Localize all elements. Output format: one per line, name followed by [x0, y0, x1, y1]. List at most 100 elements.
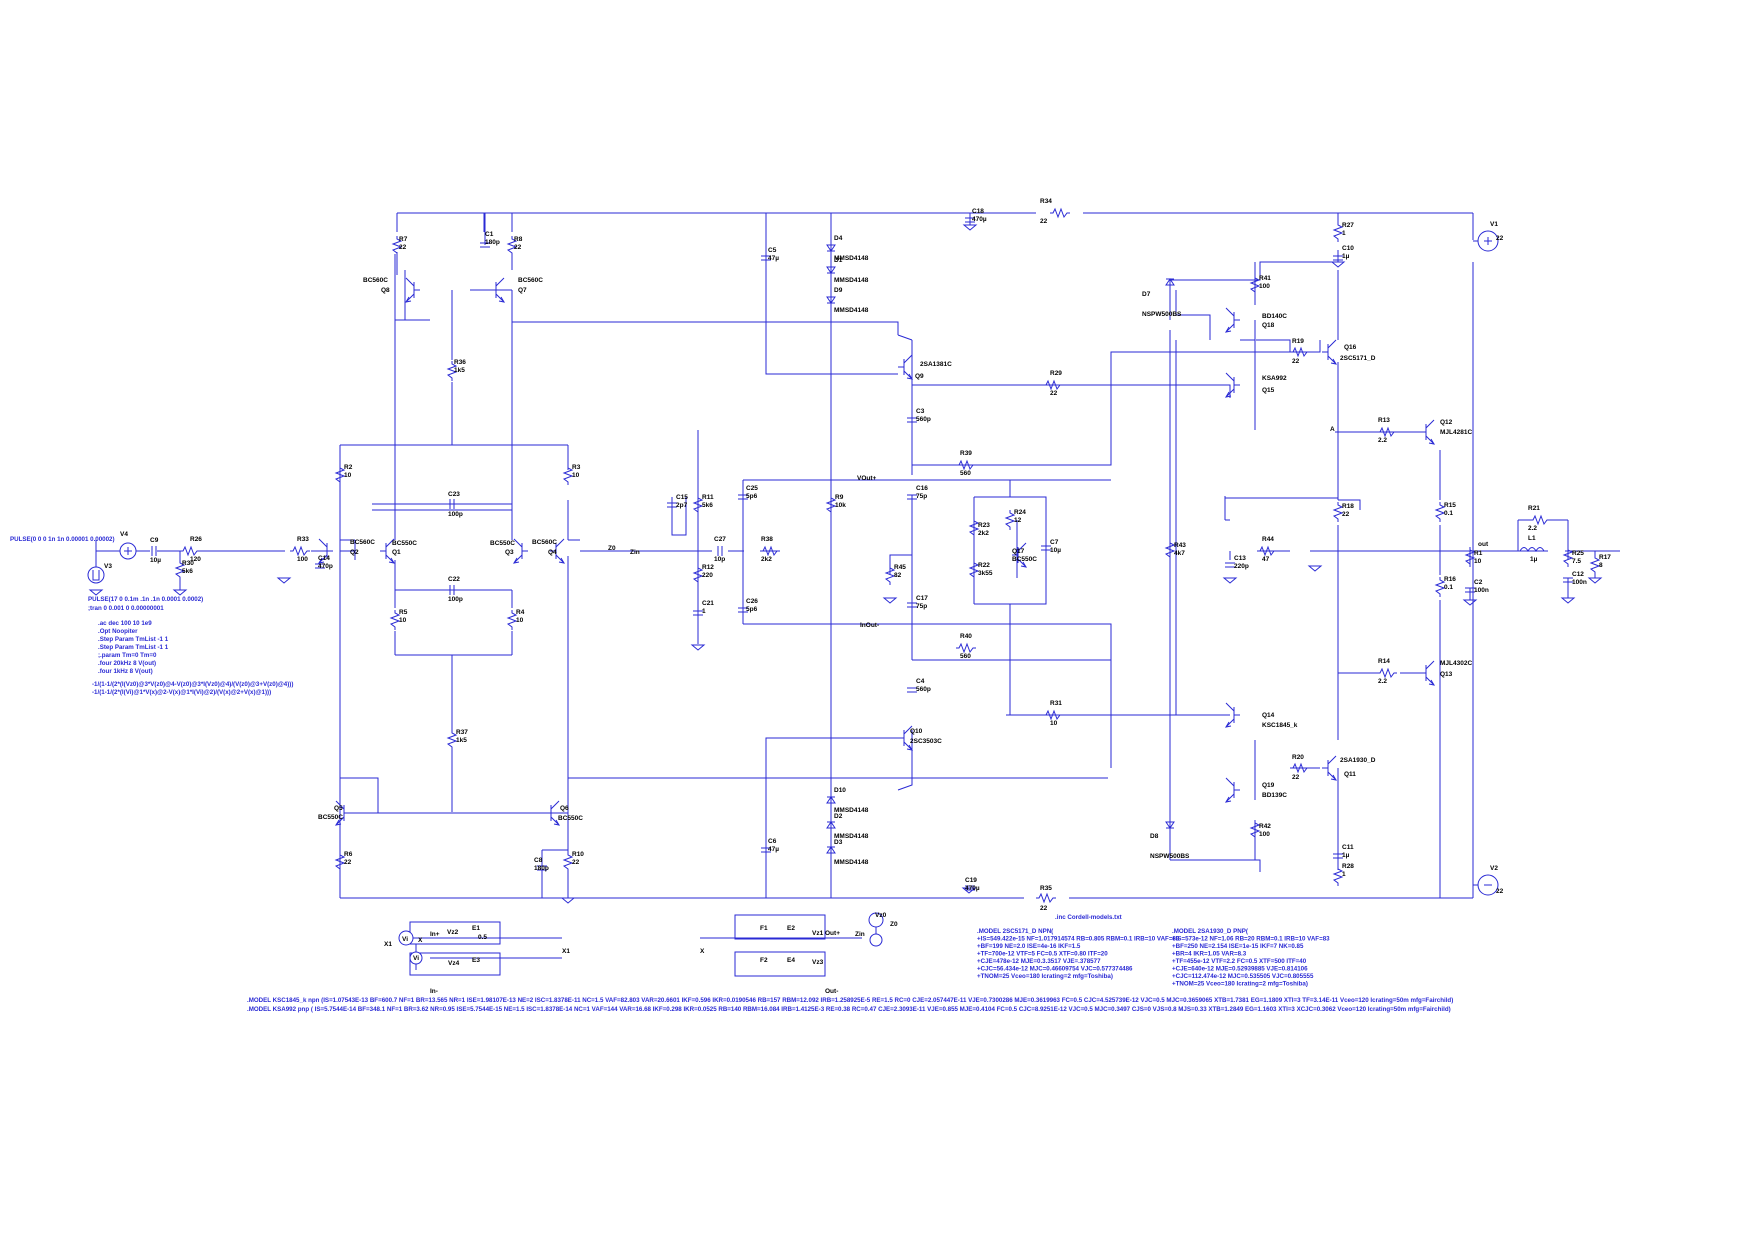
resistor-r31[interactable] — [1043, 709, 1063, 721]
capacitor-c17[interactable] — [907, 602, 917, 608]
transistor-q14[interactable] — [1224, 702, 1240, 728]
transistor-q9[interactable] — [898, 354, 914, 380]
resistor-r21[interactable] — [1530, 514, 1550, 526]
resistor-r39[interactable] — [956, 459, 976, 471]
capacitor-c1[interactable] — [480, 242, 490, 248]
resistor-r15[interactable] — [1434, 502, 1446, 522]
capacitor-c5[interactable] — [761, 255, 771, 261]
inductor-l1[interactable] — [1519, 547, 1545, 553]
resistor-r3[interactable] — [562, 465, 574, 485]
voltage-source-v1[interactable] — [1473, 230, 1499, 252]
capacitor-c15[interactable] — [667, 502, 677, 508]
transistor-q4[interactable] — [550, 538, 566, 564]
capacitor-c2[interactable] — [1465, 587, 1475, 593]
transistor-q12[interactable] — [1420, 419, 1436, 445]
voltage-source-v3[interactable] — [87, 566, 105, 584]
capacitor-c13[interactable] — [1225, 562, 1235, 568]
resistor-r19[interactable] — [1290, 346, 1310, 358]
resistor-r43[interactable] — [1164, 540, 1176, 560]
capacitor-c9[interactable] — [151, 546, 157, 556]
transistor-q3[interactable] — [512, 538, 528, 564]
voltage-source-v4[interactable] — [119, 542, 137, 560]
resistor-r12[interactable] — [692, 565, 704, 585]
capacitor-c21[interactable] — [693, 610, 703, 616]
resistor-r30[interactable] — [174, 560, 186, 580]
resistor-r26[interactable] — [180, 545, 200, 557]
capacitor-c3[interactable] — [907, 417, 917, 423]
resistor-r41[interactable] — [1249, 275, 1261, 295]
resistor-r11[interactable] — [692, 495, 704, 515]
resistor-r29[interactable] — [1043, 379, 1063, 391]
capacitor-c7[interactable] — [1041, 545, 1051, 551]
capacitor-c14[interactable] — [315, 563, 325, 569]
resistor-r17[interactable] — [1589, 555, 1601, 575]
diode-d2[interactable] — [826, 821, 836, 829]
resistor-r24[interactable] — [1004, 510, 1016, 530]
resistor-r45[interactable] — [884, 565, 896, 585]
diode-d3[interactable] — [826, 846, 836, 854]
resistor-r42[interactable] — [1249, 820, 1261, 840]
capacitor-c22[interactable] — [449, 585, 455, 595]
capacitor-c6[interactable] — [761, 847, 771, 853]
diode-d8[interactable] — [1165, 821, 1175, 829]
transistor-q13[interactable] — [1420, 660, 1436, 686]
diode-d4[interactable] — [826, 244, 836, 252]
resistor-r37[interactable] — [446, 730, 458, 750]
capacitor-c16[interactable] — [907, 494, 917, 500]
transistor-q11[interactable] — [1322, 755, 1338, 781]
diode-d7[interactable] — [1165, 278, 1175, 286]
resistor-r35[interactable] — [1036, 892, 1056, 904]
resistor-r6[interactable] — [334, 852, 346, 872]
resistor-r14[interactable] — [1377, 667, 1397, 679]
transistor-q18[interactable] — [1224, 307, 1240, 333]
transistor-q16[interactable] — [1322, 339, 1338, 365]
resistor-r8[interactable] — [506, 236, 518, 256]
diode-d9[interactable] — [826, 296, 836, 304]
resistor-r2[interactable] — [334, 465, 346, 485]
capacitor-c12[interactable] — [1563, 577, 1573, 583]
transistor-q15[interactable] — [1224, 372, 1240, 398]
resistor-r16[interactable] — [1434, 577, 1446, 597]
transistor-q1[interactable] — [380, 538, 396, 564]
resistor-r5[interactable] — [389, 610, 401, 630]
transistor-q8[interactable] — [404, 277, 420, 303]
resistor-r36[interactable] — [446, 361, 458, 381]
transistor-q10[interactable] — [898, 725, 914, 751]
resistor-r38[interactable] — [760, 545, 780, 557]
transistor-q5[interactable] — [334, 800, 350, 826]
capacitor-c25[interactable] — [738, 494, 748, 500]
resistor-r4[interactable] — [506, 610, 518, 630]
resistor-r34[interactable] — [1050, 207, 1070, 219]
resistor-r44[interactable] — [1257, 545, 1277, 557]
resistor-r25[interactable] — [1562, 547, 1574, 567]
transistor-q7[interactable] — [490, 277, 506, 303]
capacitor-c4[interactable] — [907, 687, 917, 693]
resistor-r28[interactable] — [1332, 866, 1344, 886]
capacitor-c18[interactable] — [965, 217, 975, 223]
resistor-r9[interactable] — [825, 495, 837, 515]
resistor-r13[interactable] — [1377, 426, 1397, 438]
diode-d1[interactable] — [826, 266, 836, 274]
resistor-r40[interactable] — [956, 642, 976, 654]
transistor-q2[interactable] — [317, 538, 333, 564]
capacitor-c27[interactable] — [717, 546, 723, 556]
resistor-r7[interactable] — [391, 236, 403, 256]
resistor-r33[interactable] — [290, 545, 310, 557]
resistor-r27[interactable] — [1332, 222, 1344, 242]
resistor-r10[interactable] — [562, 852, 574, 872]
resistor-r18[interactable] — [1332, 502, 1344, 522]
capacitor-c8[interactable] — [537, 865, 547, 871]
capacitor-c23[interactable] — [449, 499, 455, 509]
capacitor-c11[interactable] — [1333, 853, 1343, 859]
transistor-q17[interactable] — [1012, 542, 1028, 568]
resistor-r1[interactable] — [1464, 547, 1476, 567]
capacitor-c10[interactable] — [1333, 255, 1343, 261]
voltage-source-v2[interactable] — [1473, 874, 1499, 896]
transistor-q6[interactable] — [545, 800, 561, 826]
resistor-r23[interactable] — [968, 518, 980, 538]
resistor-r22[interactable] — [968, 560, 980, 580]
capacitor-c26[interactable] — [738, 607, 748, 613]
diode-d10[interactable] — [826, 796, 836, 804]
resistor-r20[interactable] — [1290, 762, 1310, 774]
transistor-q19[interactable] — [1224, 777, 1240, 803]
